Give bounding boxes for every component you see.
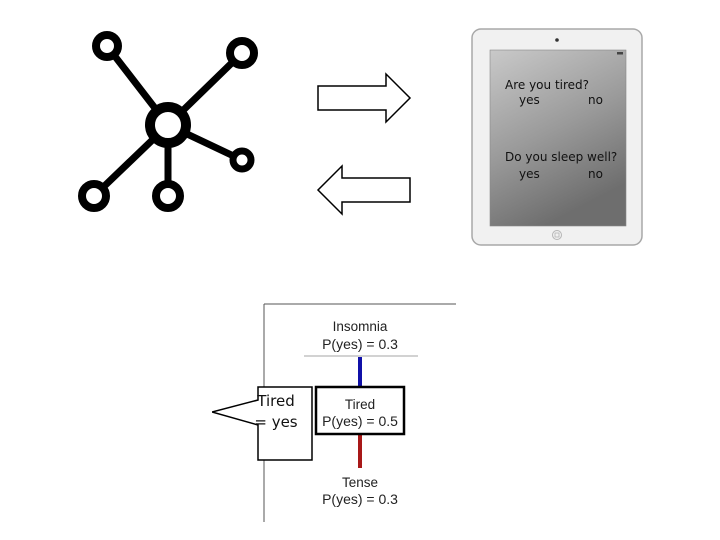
arrow-right-icon	[317, 72, 412, 124]
evidence-callout: Tired = yes	[246, 391, 306, 433]
tired-node-box	[314, 385, 406, 436]
q1-no-option[interactable]: no	[588, 93, 603, 107]
tablet-device: Are you tired? yes no Do you sleep well?…	[471, 28, 643, 246]
network-edges	[212, 303, 456, 522]
node-insomnia-prob: P(yes) = 0.3	[322, 336, 398, 352]
callout-line-2: = yes	[254, 413, 298, 431]
q2-no-option[interactable]: no	[588, 167, 603, 181]
network-graph-icon	[78, 31, 258, 212]
callout-arrow-shape	[212, 386, 313, 461]
q1-yes-option[interactable]: yes	[519, 93, 540, 107]
node-tense-label: Tense	[341, 475, 379, 490]
callout-line-1: Tired	[257, 392, 295, 410]
node-insomnia-label: Insomnia	[332, 319, 388, 334]
question-2: Do you sleep well?	[505, 150, 618, 164]
q2-yes-option[interactable]: yes	[519, 167, 540, 181]
home-button-icon	[552, 230, 562, 240]
bayesian-network-panel: Insomnia P(yes) = 0.3 Tired P(yes) = 0.5…	[212, 300, 462, 525]
arrow-left-icon	[316, 164, 411, 216]
node-tired-prob: P(yes) = 0.5	[322, 413, 398, 429]
node-tired-label: Tired	[344, 397, 376, 412]
node-tense-prob: P(yes) = 0.3	[322, 491, 398, 507]
question-1: Are you tired?	[505, 78, 590, 92]
tablet-icon	[471, 28, 643, 246]
